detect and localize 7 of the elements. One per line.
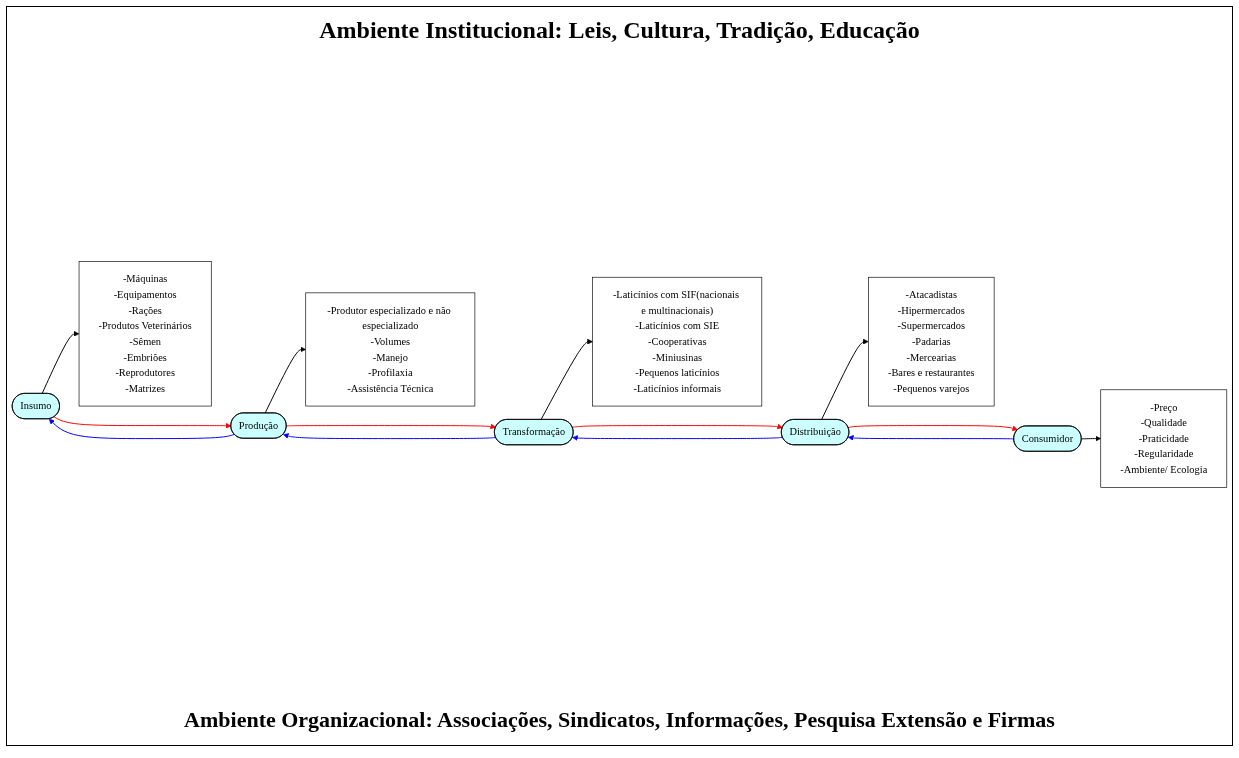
- title: Ambiente Institucional: Leis, Cultura, Tradição, Educação: [319, 17, 920, 44]
- footer-heading: Ambiente Organizacional: Associações, Sindicatos, Informações, Pesquisa Extensão e Firmas: [184, 707, 1055, 733]
- node-box: -Produtor especializado e não especializado -Volumes -Manejo -Profilaxia -Assistência Técnica: [305, 292, 476, 407]
- node-box: -Máquinas -Equipamentos -Rações -Produtos Veterinários -Sêmen -Embriões -Reprodutores -Matrizes: [78, 261, 212, 407]
- node-box: -Preço -Qualidade -Praticidade -Regularidade -Ambiente/ Ecologia: [1100, 389, 1228, 488]
- node-box: -Atacadistas -Hipermercados -Supermercados -Padarias -Mercearias -Bares e restaurantes -Pequenos varejos: [868, 276, 995, 407]
- node-box: -Laticínios com SIF(nacionais e multinacionais) -Laticínios com SIE -Cooperativas -Miniusinas -Pequenos laticínios -Laticínios informais: [592, 276, 763, 407]
